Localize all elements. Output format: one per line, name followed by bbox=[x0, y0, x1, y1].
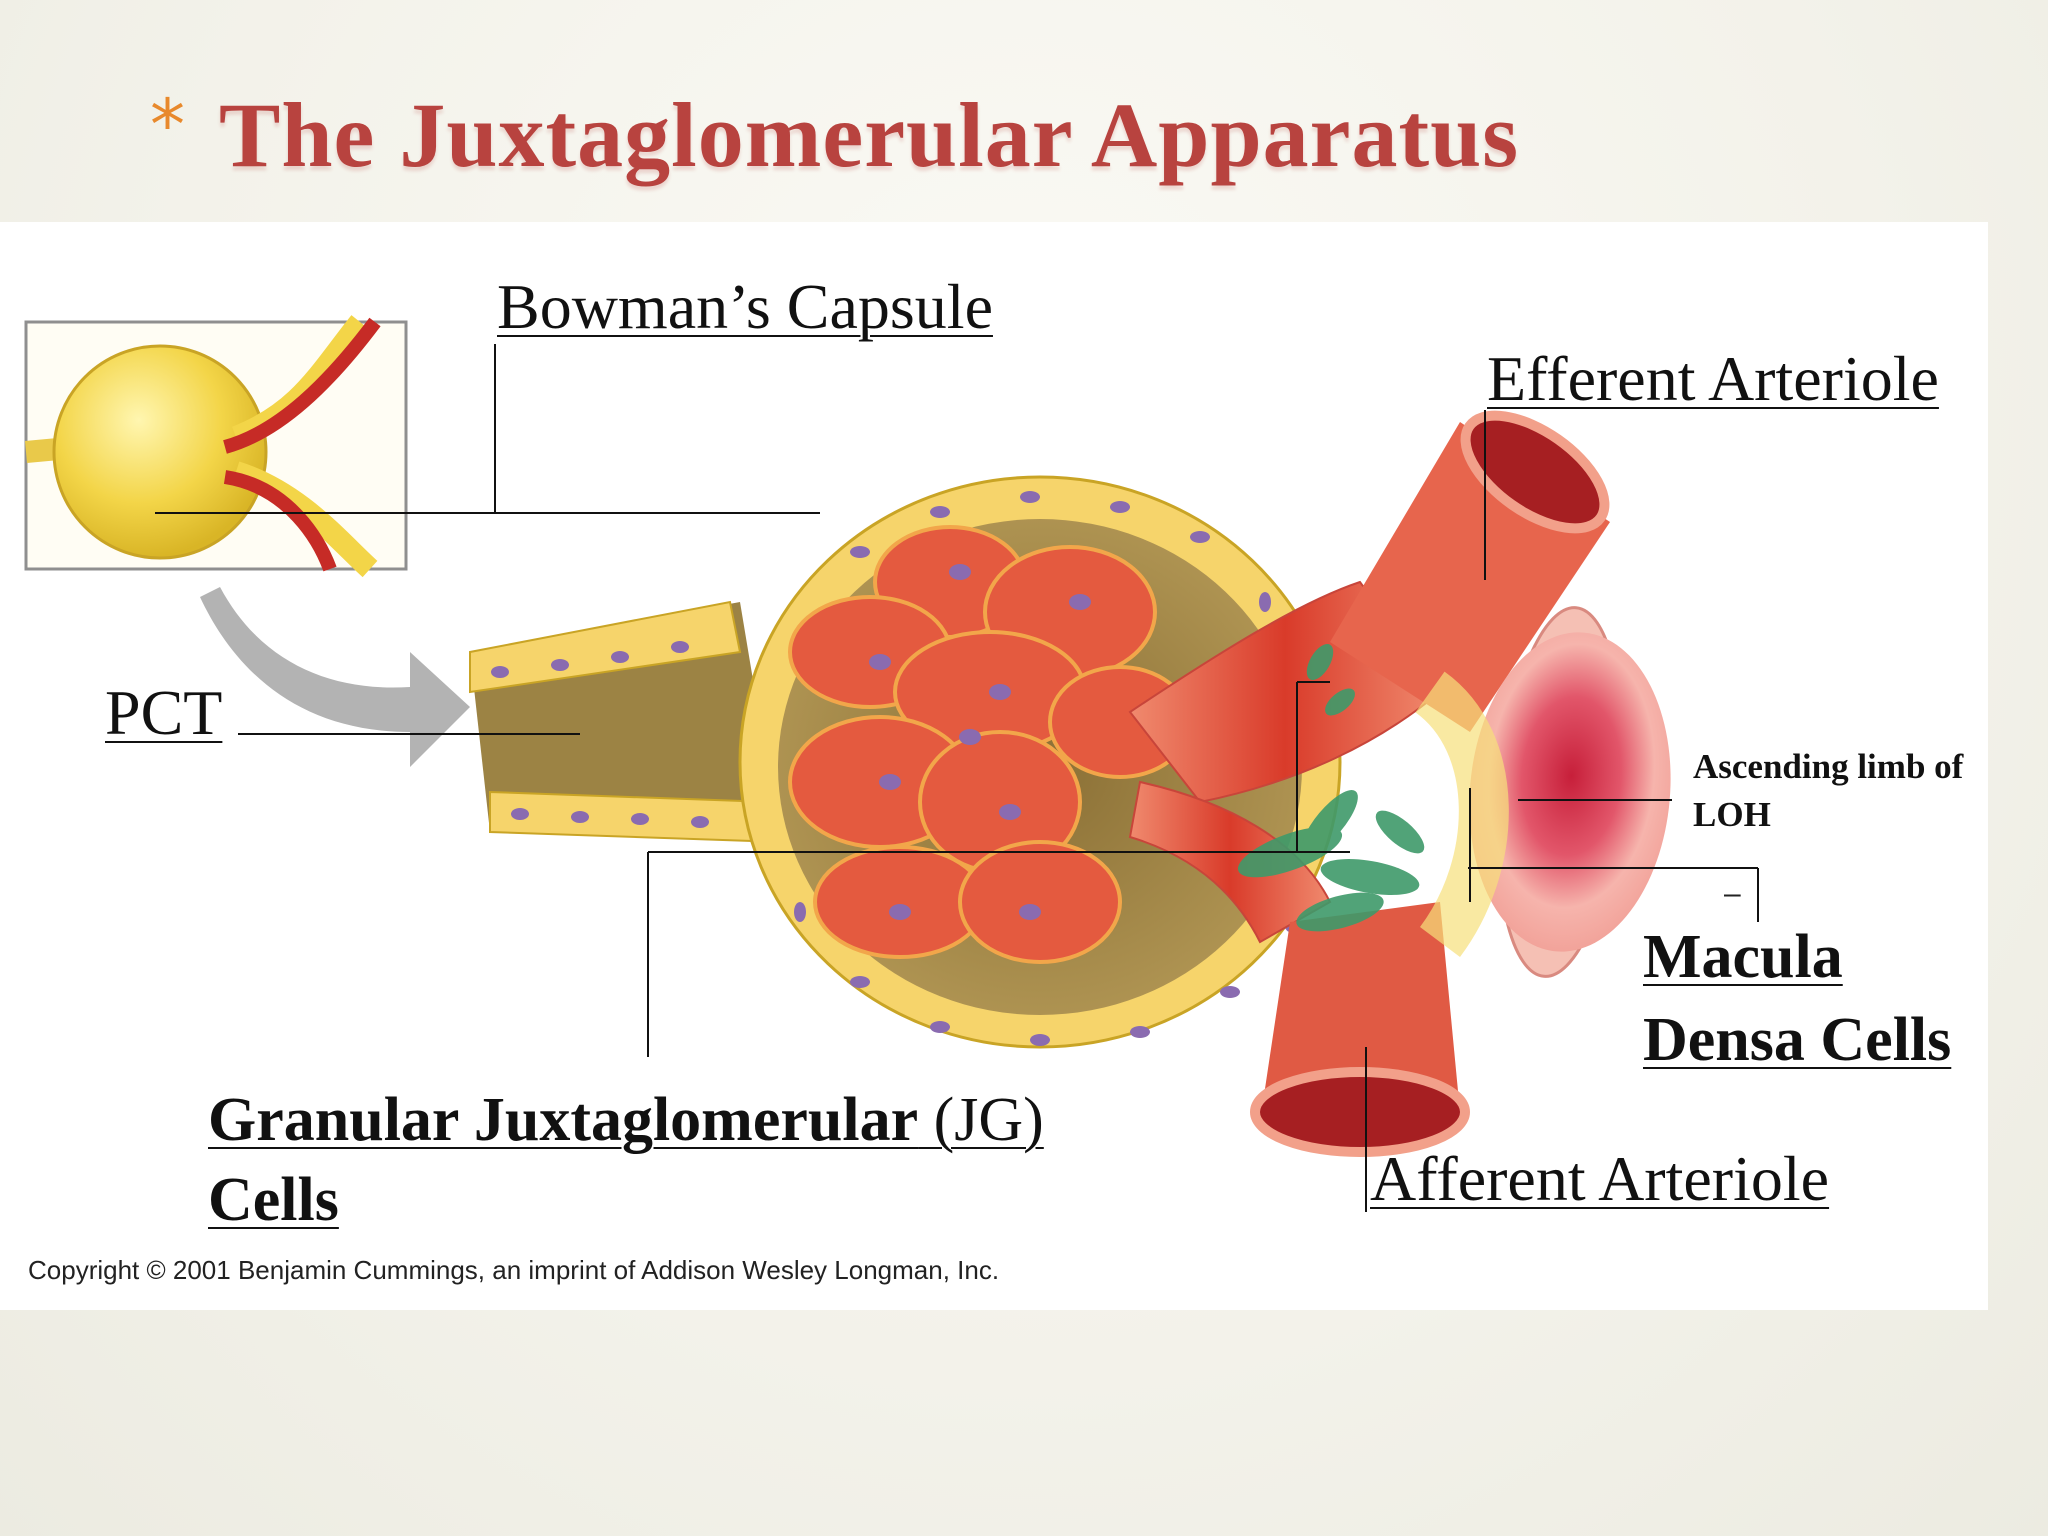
label-afferent-arteriole: Afferent Arteriole bbox=[1370, 1143, 1830, 1214]
label-bowmans-capsule: Bowman’s Capsule bbox=[497, 271, 993, 342]
label-macula-densa-line1: Macula bbox=[1643, 923, 1843, 991]
copyright-notice: Copyright © 2001 Benjamin Cummings, an i… bbox=[28, 1255, 1000, 1285]
title-text: The Juxtaglomerular Apparatus bbox=[219, 84, 1520, 186]
diagram-panel: Bowman’s Capsule Efferent Arteriole PCT … bbox=[0, 222, 1988, 1310]
label-granular-jg-plain: (JG) bbox=[918, 1086, 1044, 1154]
label-granular-jg-bold: Granular Juxtaglomerular bbox=[208, 1086, 919, 1154]
label-pct: PCT bbox=[105, 677, 223, 748]
gray-arrow-shape bbox=[200, 587, 470, 767]
loh-tubule-shape bbox=[1414, 606, 1671, 978]
label-ascending-limb-line2: LOH bbox=[1693, 795, 1771, 834]
afferent-arteriole-shape bbox=[1128, 780, 1470, 1157]
label-granular-jg-line2: Cells bbox=[208, 1166, 339, 1234]
pct-tube-shape bbox=[469, 600, 782, 844]
juxtaglomerular-apparatus-illustration bbox=[24, 315, 1759, 1212]
title-bullet: * bbox=[150, 84, 185, 166]
stray-dash-mark: – bbox=[1724, 877, 1741, 910]
label-macula-densa-line2: Densa Cells bbox=[1643, 1006, 1952, 1074]
leader-lines bbox=[155, 344, 1759, 1212]
label-efferent-arteriole: Efferent Arteriole bbox=[1487, 343, 1939, 414]
inset-thumbnail bbox=[24, 315, 408, 578]
efferent-arteriole-shape bbox=[1128, 410, 1610, 804]
slide-title: * The Juxtaglomerular Apparatus bbox=[150, 70, 1519, 200]
label-ascending-limb-line1: Ascending limb of bbox=[1693, 747, 1964, 786]
label-granular-jg-line1: Granular Juxtaglomerular (JG) bbox=[208, 1082, 1044, 1156]
